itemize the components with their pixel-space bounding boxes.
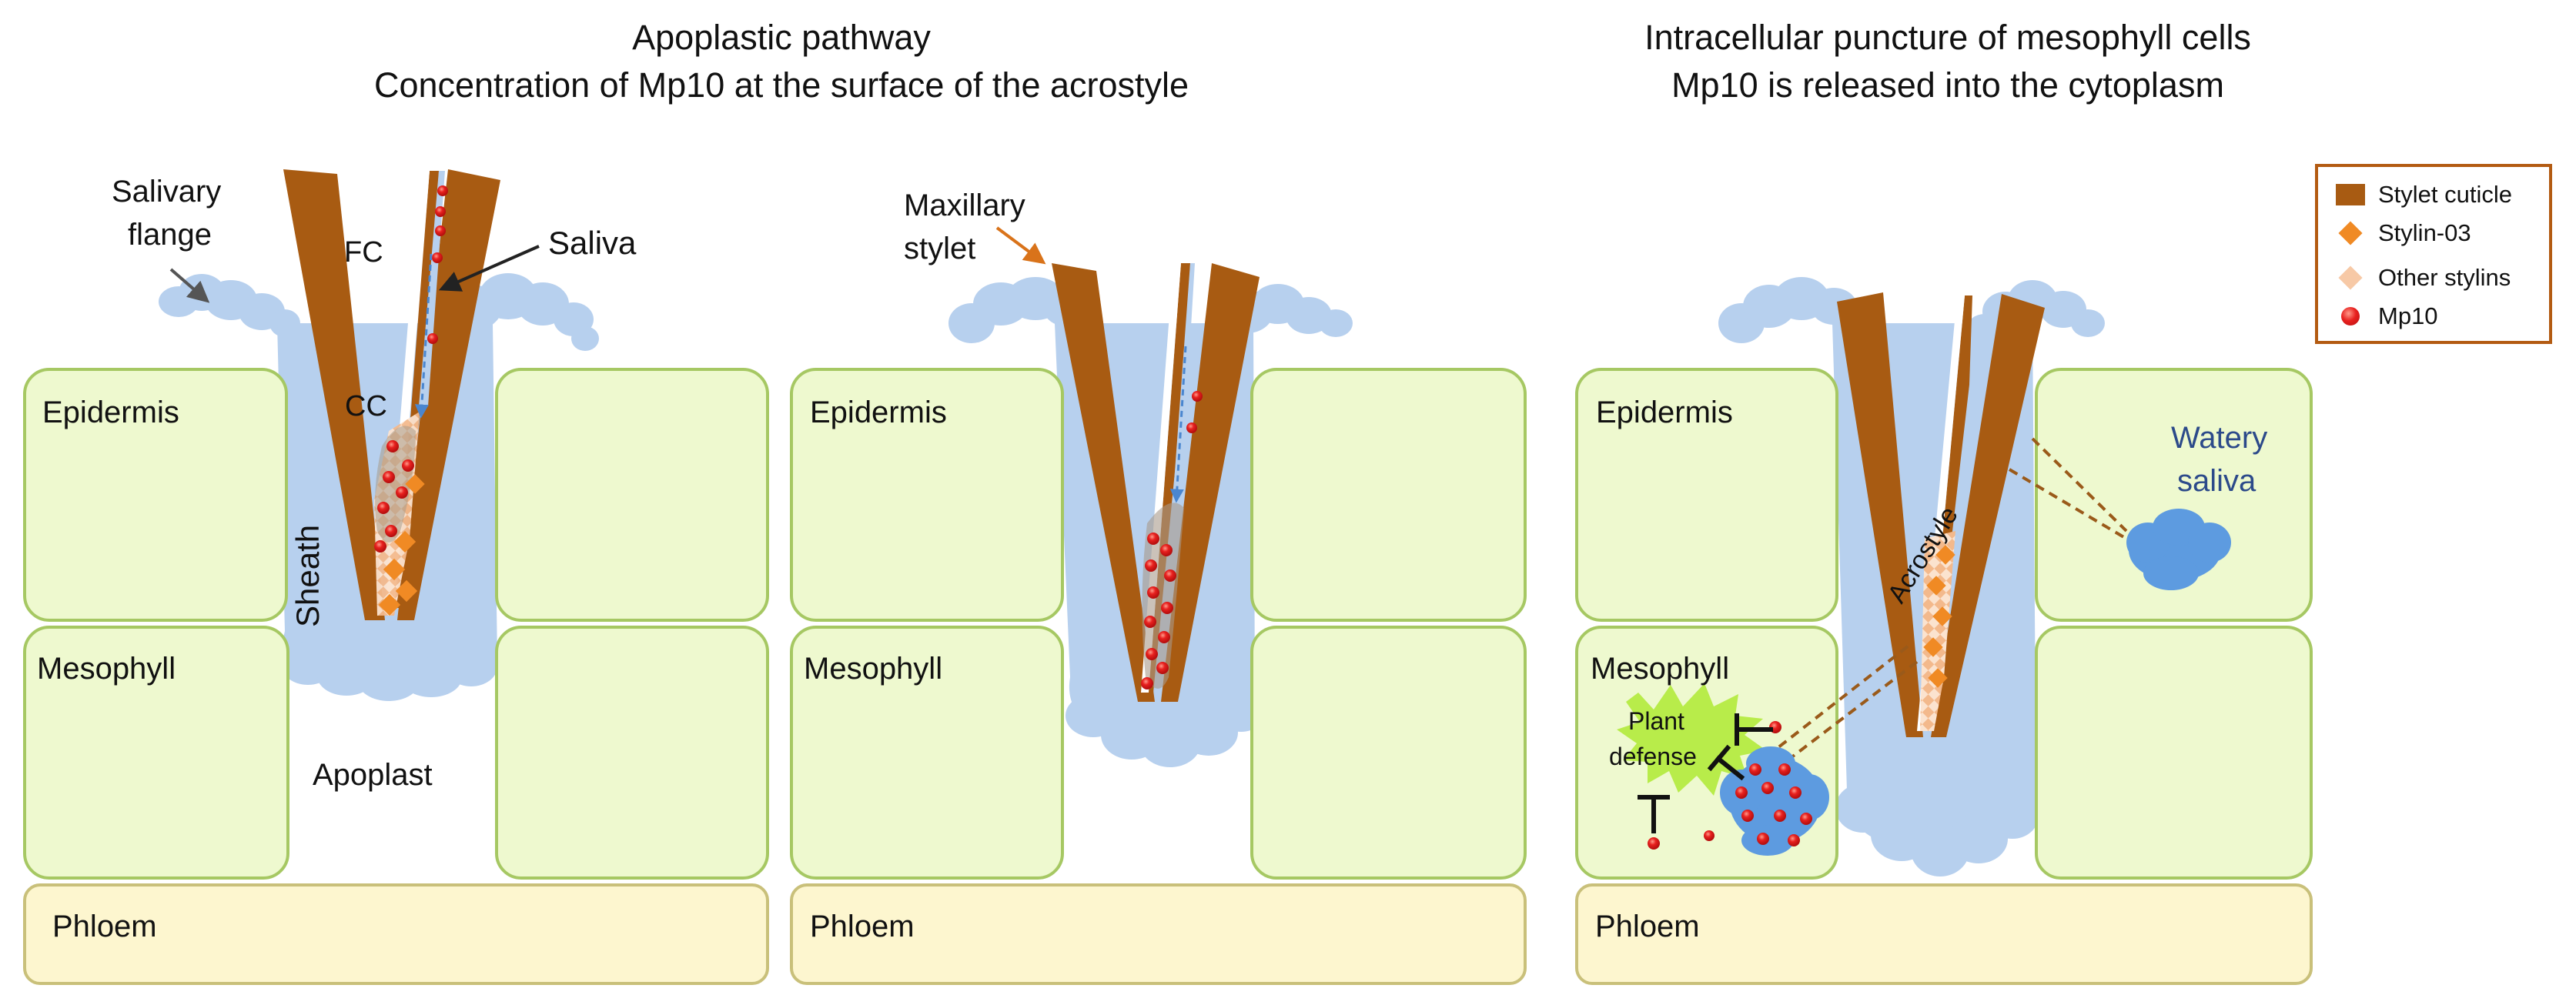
legend-label: Other stylins — [2378, 264, 2511, 291]
salivary-flange-label-2: flange — [128, 218, 212, 252]
saliva-flow-arrow-p2 — [1169, 346, 1187, 503]
right-title-line1: Intracellular puncture of mesophyll cell… — [1644, 18, 2251, 57]
legend-item-other-stylins: Other stylins — [2335, 262, 2511, 293]
plant-defense-label-2: defense — [1609, 743, 1697, 770]
saliva-label: Saliva — [548, 225, 637, 261]
dashed-line-4 — [1773, 645, 1909, 752]
stylet-left-p3 — [1837, 292, 1923, 737]
sheath-label: Sheath — [289, 525, 326, 627]
legend-item-mp10: Mp10 — [2335, 301, 2438, 332]
red-dot-icon — [2335, 305, 2366, 328]
mesophyll-label-p2: Mesophyll — [804, 652, 942, 686]
mesophyll-cell-right-p3 — [2035, 626, 2313, 880]
maxillary-label-1: Maxillary — [904, 189, 1025, 222]
phloem-label-p2: Phloem — [810, 910, 915, 943]
stylet-left-p2 — [1052, 263, 1155, 702]
legend-label: Stylin-03 — [2378, 219, 2471, 246]
mesophyll-cell-right — [495, 626, 769, 880]
stylet-right-outer-p2 — [1161, 263, 1260, 702]
inhibition-symbols — [1638, 713, 1773, 833]
mp10-dots-p3 — [1648, 721, 1812, 850]
epidermis-cell-left-p2 — [790, 368, 1064, 622]
saliva-arrow — [438, 245, 540, 292]
panel-1: Salivary flange FC Saliva CC Sheath Epid… — [23, 169, 769, 985]
maxillary-label-2: stylet — [904, 232, 975, 265]
watery-saliva-label-2: saliva — [2177, 464, 2257, 498]
stylin-03-diamonds-p1 — [378, 474, 425, 616]
dashed-line-1 — [2031, 437, 2128, 533]
dashed-line-2 — [2008, 468, 2128, 540]
epidermis-cell-left — [23, 368, 288, 622]
epidermis-cell-right-p3 — [2035, 368, 2313, 622]
epidermis-label-p2: Epidermis — [810, 396, 947, 429]
mesophyll-label-p1: Mesophyll — [37, 652, 176, 686]
mesophyll-cell-left — [23, 626, 289, 880]
mesophyll-label-p3: Mesophyll — [1591, 652, 1729, 686]
saliva-cloud-p3 — [1718, 277, 2105, 345]
phloem-cell-p3 — [1575, 883, 2313, 985]
saliva-channel-p2 — [1173, 263, 1195, 492]
salivary-flange-label-1: Salivary — [112, 175, 221, 209]
plant-defense-label-1: Plant — [1628, 707, 1684, 735]
watery-saliva-label-1: Watery — [2171, 421, 2267, 455]
epidermis-label-p1: Epidermis — [42, 396, 179, 429]
brown-rect-icon — [2335, 183, 2366, 206]
legend-item-stylet-cuticle: Stylet cuticle — [2335, 179, 2512, 210]
epidermis-cell-left-p3 — [1575, 368, 1838, 622]
mesophyll-cell-right-p2 — [1250, 626, 1527, 880]
orange-diamond-icon — [2335, 221, 2366, 245]
mp10-dots-p1 — [374, 185, 448, 553]
epidermis-label-p3: Epidermis — [1596, 396, 1733, 429]
left-title: Apoplastic pathway Concentration of Mp10… — [223, 14, 1340, 109]
apoplast-label: Apoplast — [313, 758, 433, 792]
right-title-line2: Mp10 is released into the cytoplasm — [1671, 65, 2224, 105]
maxillary-stylet-arrow — [995, 226, 1046, 265]
saliva-flow-arrow-p1 — [414, 253, 433, 419]
mesophyll-cell-left-p2 — [790, 626, 1064, 880]
phloem-label-p1: Phloem — [52, 910, 157, 943]
mp10-cloud-p2 — [1142, 502, 1184, 689]
legend: Stylet cuticle Stylin-03 Other stylins M… — [2315, 164, 2552, 344]
phloem-cell — [23, 883, 769, 985]
panel-3: Epidermis Mesophyll Phloem Acrostyle Wat… — [1575, 277, 2313, 985]
watery-saliva-cloud — [2126, 509, 2231, 590]
right-title: Intracellular puncture of mesophyll cell… — [1447, 14, 2448, 109]
dashed-line-3 — [1786, 660, 1919, 762]
legend-item-stylin-03: Stylin-03 — [2335, 218, 2471, 249]
peach-diamond-icon — [2335, 265, 2366, 290]
phloem-cell-p2 — [790, 883, 1527, 985]
epidermis-cell-right — [495, 368, 769, 622]
legend-label: Stylet cuticle — [2378, 181, 2513, 208]
stylet-left — [283, 169, 385, 620]
phloem-label-p3: Phloem — [1595, 910, 1700, 943]
left-title-line1: Apoplastic pathway — [632, 18, 931, 57]
cc-label: CC — [345, 390, 387, 422]
panel-2: Maxillary stylet Epidermis Mesophyll Phl… — [790, 189, 1527, 985]
left-title-line2: Concentration of Mp10 at the surface of … — [373, 65, 1189, 105]
acrostyle-region-p3 — [1920, 531, 1955, 731]
stylet-right-outer — [397, 169, 500, 620]
salivary-flange-arrow — [169, 268, 210, 303]
legend-label: Mp10 — [2378, 302, 2438, 329]
mp10-dots-p2 — [1141, 391, 1203, 689]
epidermis-cell-right-p2 — [1250, 368, 1527, 622]
stylet-right-outer-p3 — [1931, 294, 2045, 737]
fc-label: FC — [344, 236, 383, 269]
